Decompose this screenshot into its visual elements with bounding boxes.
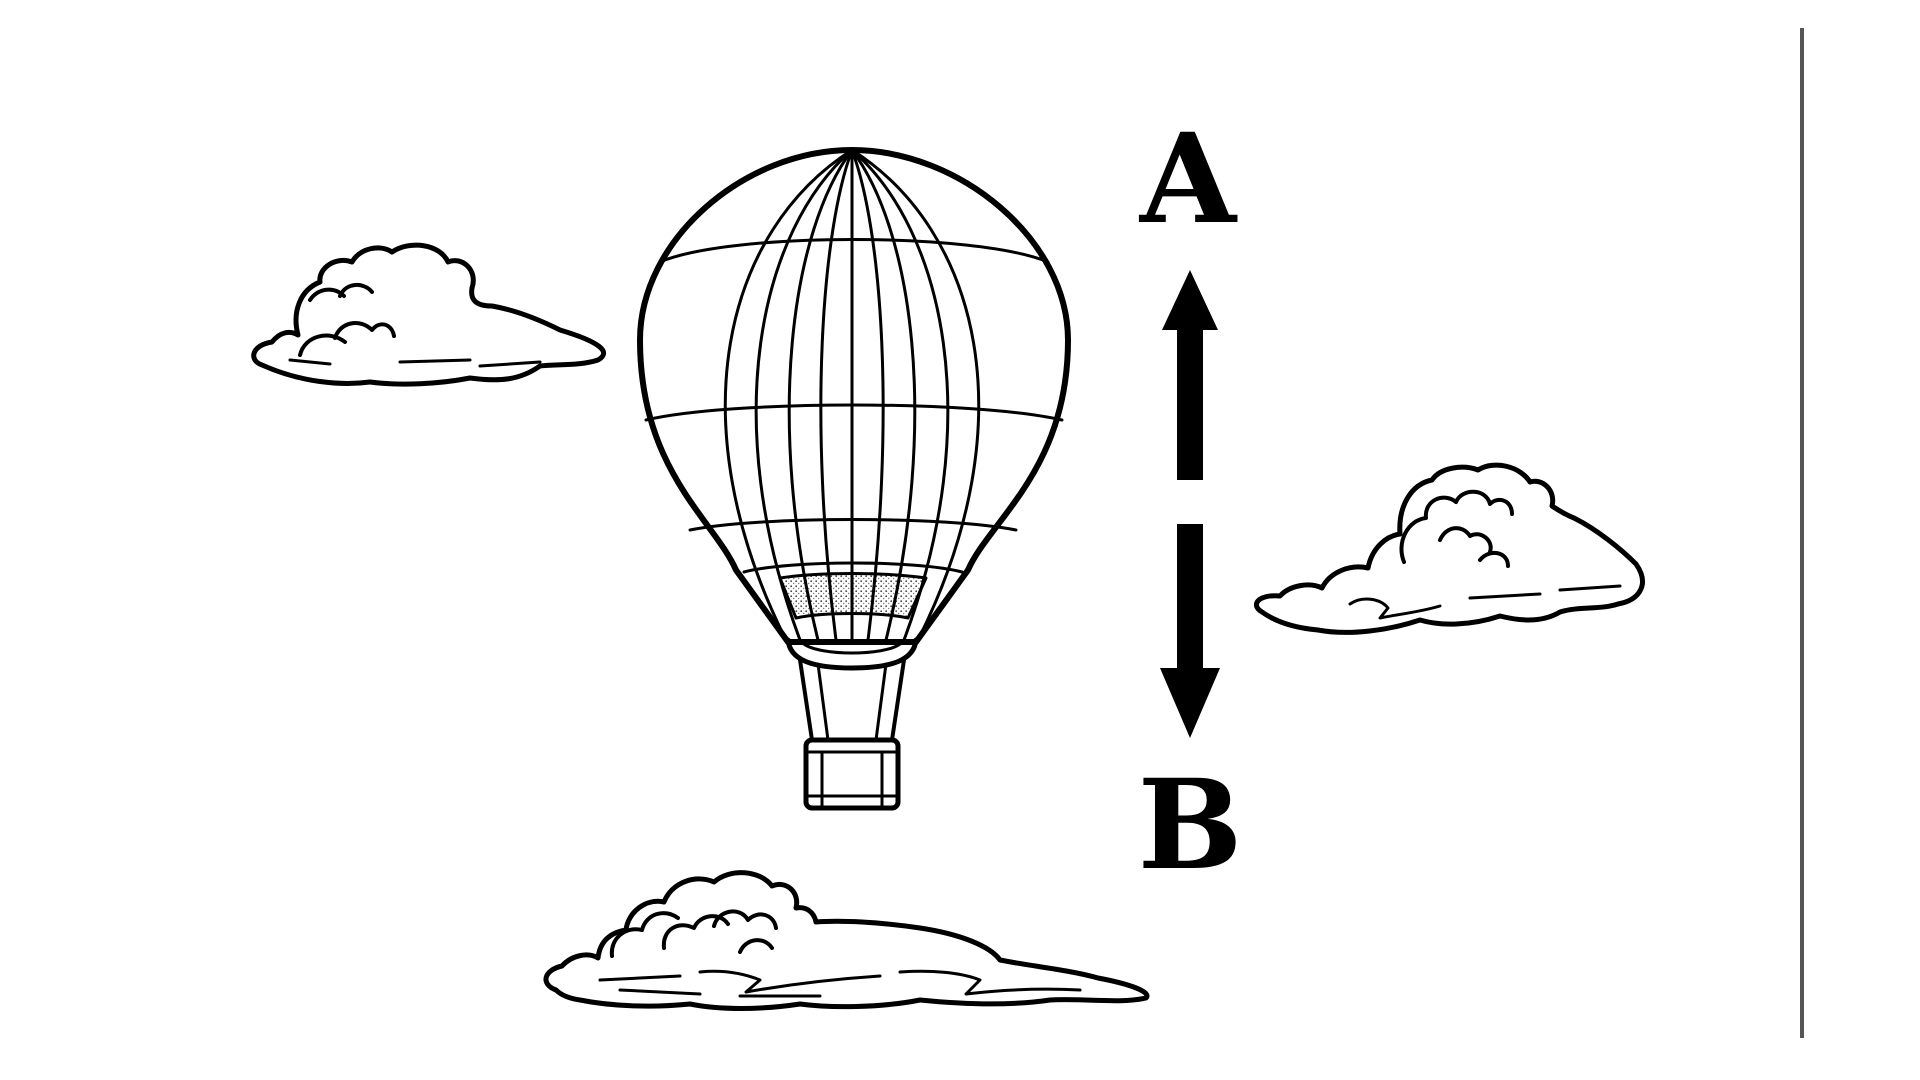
cloud-right	[1254, 462, 1645, 635]
label-b: B	[1138, 753, 1243, 898]
up-arrow-icon	[1162, 270, 1218, 480]
cloud-bottom	[543, 870, 1150, 1011]
label-a: A	[1139, 107, 1238, 252]
down-arrow-icon	[1160, 524, 1220, 738]
hot-air-balloon	[637, 147, 1071, 811]
balloon-envelope	[637, 147, 1071, 645]
balloon-basket	[803, 737, 901, 811]
cloud-upper-left	[251, 242, 606, 387]
